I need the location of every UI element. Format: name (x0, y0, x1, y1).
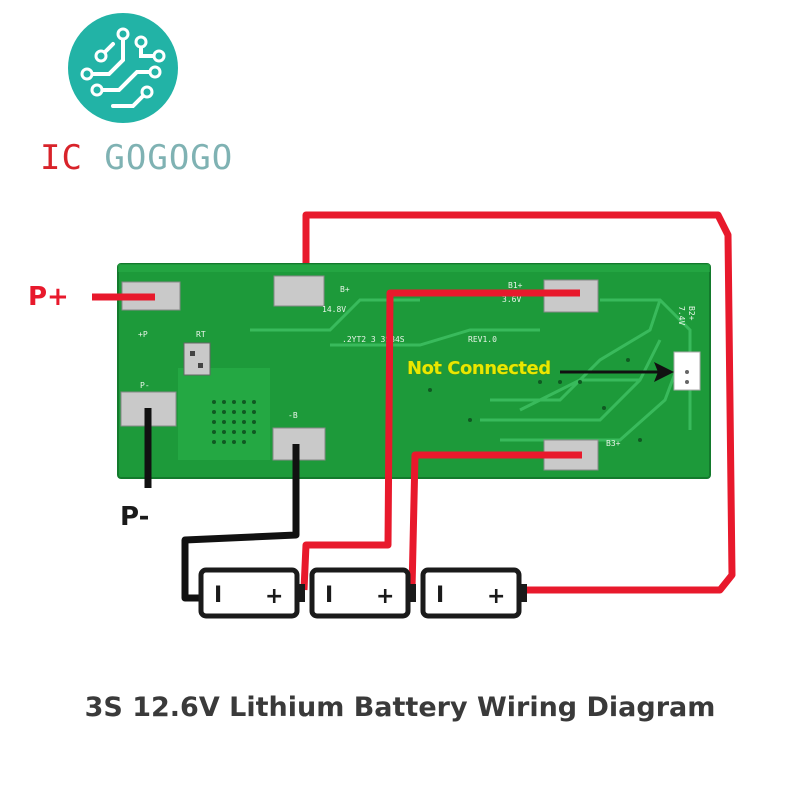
brand-name: IC GOGOGO (40, 138, 233, 178)
silk-p-minus: P- (140, 381, 150, 390)
brand-name-part2: GOGOGO (104, 138, 234, 178)
pad-b-plus (273, 275, 325, 307)
silk-7-4v: 7.4V (677, 306, 686, 325)
battery-3: I + (420, 567, 527, 619)
silk-3-6v: 3.6V (502, 295, 521, 304)
label-not-connected: Not Connected (407, 358, 551, 379)
circuit-logo-icon (68, 13, 178, 123)
label-p-plus: P+ (28, 282, 69, 312)
red-wire-b1-plus (300, 289, 580, 591)
silk-b2-plus: B2+ (687, 306, 696, 321)
label-p-minus: P- (120, 502, 150, 532)
silk-p-plus: +P (138, 330, 148, 339)
battery-3-plus: + (487, 584, 505, 609)
silk-model: .2YT2 3 3S84S (342, 335, 405, 344)
battery-1-plus: + (265, 584, 283, 609)
black-wire-b-minus (181, 444, 300, 602)
silk-b-plus: B+ (340, 285, 350, 294)
silk-rev: REV1.0 (468, 335, 497, 344)
diagram-caption: 3S 12.6V Lithium Battery Wiring Diagram (84, 692, 716, 723)
battery-2-minus: I (325, 583, 333, 608)
battery-1-minus: I (214, 583, 222, 608)
arrow-head-icon (654, 362, 674, 382)
silk-b3-plus: B3+ (606, 439, 621, 448)
brand-name-part1: IC (40, 138, 105, 178)
silk-rt: RT (196, 330, 206, 339)
red-wire-b3-plus (408, 451, 582, 591)
battery-1: I + (198, 567, 305, 619)
battery-2: I + (309, 567, 416, 619)
silk-b1-plus: B1+ (508, 281, 523, 290)
battery-2-plus: + (376, 584, 394, 609)
silk-b-minus: -B (288, 411, 298, 420)
bms-board: +P RT P- -B B+ 14.8V .2YT2 3 3S84S REV1.… (117, 263, 711, 479)
red-wire-pack-positive (302, 211, 736, 594)
silk-14-8v: 14.8V (322, 305, 346, 314)
battery-3-minus: I (436, 583, 444, 608)
